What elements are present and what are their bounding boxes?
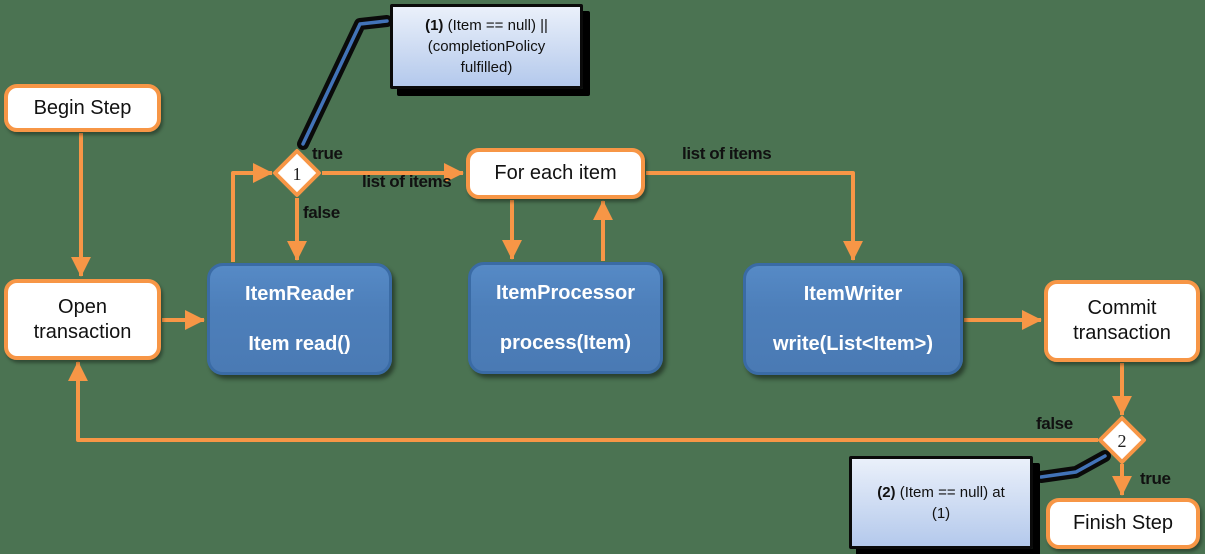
item-processor-title: ItemProcessor — [496, 282, 635, 304]
for-each-item-label: For each item — [494, 162, 617, 184]
item-processor-method: process(Item) — [499, 332, 632, 354]
decision2-diamond — [1098, 416, 1146, 464]
item-reader-title: ItemReader — [245, 283, 354, 305]
edge-label-list-of-items-1: list of items — [362, 172, 452, 191]
node-open-transaction: Open transaction — [4, 279, 161, 360]
decision1-label: 1 — [293, 164, 302, 184]
node-item-writer: ItemWriter write(List<Item>) — [743, 263, 963, 375]
edge-label-list-of-items-2: list of items — [682, 144, 772, 163]
item-writer-method: write(List<Item>) — [772, 333, 934, 355]
callout-1-line1: (Item == null) || — [443, 17, 548, 34]
callout-1-line2: (completionPolicy — [427, 38, 546, 55]
callout-1-line3: fulfilled) — [460, 59, 513, 76]
open-transaction-label: Open transaction — [34, 295, 132, 345]
finish-step-label: Finish Step — [1072, 512, 1174, 534]
callout1-connector — [297, 15, 393, 150]
node-item-processor: ItemProcessor process(Item) — [468, 262, 663, 374]
callout-1-text: (1) (Item == null) || (completionPolicy … — [425, 15, 548, 78]
commit-transaction-label: Commit transaction — [1073, 296, 1171, 346]
edge-label-true-2: true — [1140, 469, 1171, 488]
edge-label-false-2: false — [1036, 414, 1073, 433]
callout-2-line2: (1) — [931, 504, 951, 522]
node-finish-step: Finish Step — [1046, 498, 1200, 549]
item-writer-title: ItemWriter — [803, 283, 903, 305]
arrow-decision2-false-to-open — [68, 361, 1098, 442]
callout-1-prefix: (1) — [425, 17, 444, 34]
callout1-connector-highlight — [301, 19, 389, 146]
commit-transaction-line2: transaction — [1073, 322, 1171, 344]
callout-2: (2) (Item == null) at (1) — [849, 456, 1033, 549]
decision2-label: 2 — [1118, 431, 1127, 451]
edge-label-true-1: true — [312, 144, 343, 163]
arrow-reader-to-decision1 — [231, 163, 273, 262]
callout-1: (1) (Item == null) || (completionPolicy … — [390, 4, 583, 89]
edge-label-false-1: false — [303, 203, 340, 222]
decision1-diamond — [273, 149, 321, 197]
callout-2-line1: (Item == null) at — [895, 483, 1005, 501]
open-transaction-line2: transaction — [33, 320, 132, 343]
node-for-each-item: For each item — [466, 148, 645, 199]
item-reader-method: Item read() — [248, 333, 351, 355]
commit-transaction-line1: Commit — [1087, 297, 1157, 319]
node-item-reader: ItemReader Item read() — [207, 263, 392, 375]
callout2-connector-highlight — [1039, 454, 1107, 479]
node-commit-transaction: Commit transaction — [1044, 280, 1200, 362]
node-begin-step: Begin Step — [4, 84, 161, 132]
open-transaction-line1: Open — [58, 295, 107, 318]
callout-2-prefix: (2) — [877, 483, 896, 501]
arrow-foreach-to-writer — [646, 171, 863, 261]
begin-step-label: Begin Step — [33, 96, 132, 119]
callout-2-text: (2) (Item == null) at (1) — [877, 482, 1005, 524]
